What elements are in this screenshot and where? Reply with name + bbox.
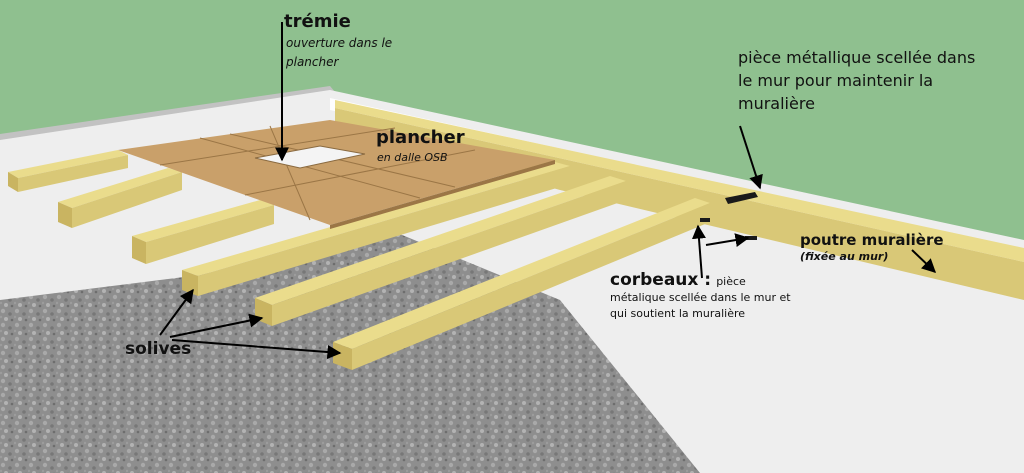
osb-floor <box>118 120 555 229</box>
plancher-title: plancher <box>376 127 465 148</box>
piece-arrow <box>739 125 763 190</box>
joist-2-side <box>72 172 182 228</box>
joist-3-side <box>146 205 274 264</box>
joist-3-top <box>132 200 274 242</box>
joist-5-side <box>272 181 626 326</box>
solives-arrow-2 <box>169 313 264 338</box>
joist-6-top <box>333 198 710 349</box>
corbeaux-line-2: métalique scellée dans le mur et <box>610 291 791 304</box>
corbeau-2-icon <box>745 236 757 240</box>
corbeaux-arrow-2 <box>705 233 750 247</box>
tremie-subtitle-1: ouverture dans le <box>286 36 393 50</box>
osb-panel <box>118 120 555 225</box>
solives-label: solives <box>125 339 192 359</box>
joist-4-top <box>182 162 570 276</box>
corbeaux-line-1: corbeaux : pièce <box>610 270 746 291</box>
joist-1-side <box>18 155 128 192</box>
joist-5-top <box>255 176 626 305</box>
joist-1-top <box>8 150 128 178</box>
joist-4-side <box>198 166 570 296</box>
osb-seam-4 <box>244 149 476 196</box>
annotation-arrows <box>159 22 937 360</box>
plancher-subtitle: en dalle OSB <box>377 151 448 164</box>
joist-2-top <box>58 168 182 208</box>
osb-panel-edge <box>330 160 555 229</box>
joist-3-end <box>132 236 146 264</box>
tremie-subtitle-2: plancher <box>286 55 339 69</box>
poutre-subtitle: (fixée au mur) <box>800 250 889 263</box>
osb-seam-1 <box>199 137 421 199</box>
metal-bracket-icon <box>725 192 758 204</box>
osb-seam-5 <box>269 125 311 221</box>
corbeau-1-icon <box>700 218 710 222</box>
joist-group <box>8 150 710 370</box>
osb-seam-3 <box>159 127 396 166</box>
osb-seam-2 <box>229 133 456 188</box>
poutre-arrow <box>911 249 937 273</box>
piece-label-line-2: le mur pour maintenir la <box>738 71 934 90</box>
tremie-opening <box>254 145 366 169</box>
poutre-title: poutre muralière <box>800 231 944 249</box>
corbeaux-title: corbeaux : <box>610 270 712 290</box>
corbeaux-line-3: qui soutient la muralière <box>610 307 746 320</box>
solives-arrow-1 <box>159 288 194 336</box>
piece-label-line-3: muralière <box>738 94 815 113</box>
tremie-title: trémie <box>284 11 351 32</box>
corbeaux-inline: pièce <box>716 275 746 288</box>
piece-label-line-1: pièce métallique scellée dans <box>738 48 976 67</box>
corbeaux-arrow-1 <box>691 224 706 279</box>
joist-1-end <box>8 172 18 192</box>
solives-arrow-3 <box>171 339 342 360</box>
joist-2-end <box>58 202 72 228</box>
poutre-muraliere-top <box>335 100 1024 262</box>
joist-6-side <box>352 203 710 370</box>
